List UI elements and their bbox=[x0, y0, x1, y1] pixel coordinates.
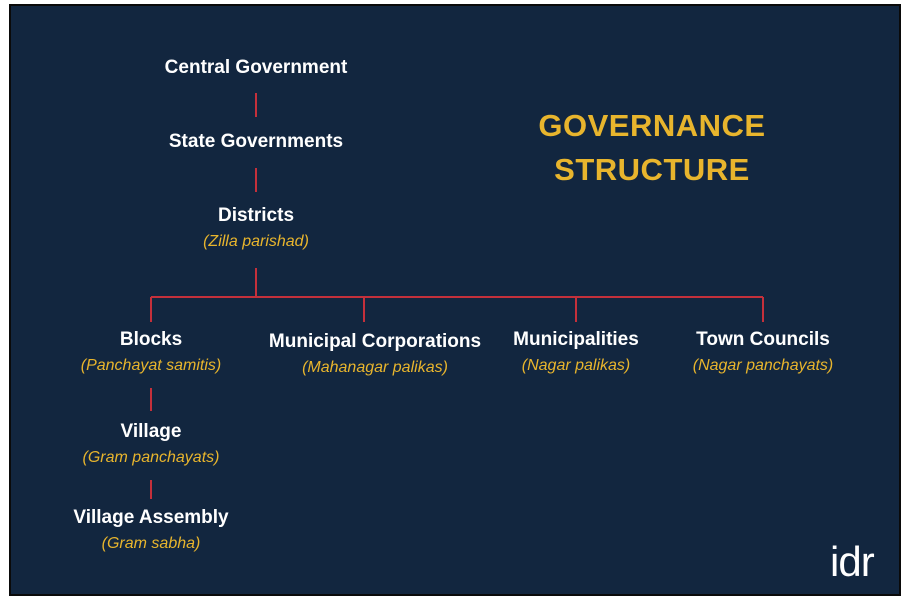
title-line-2: STRUCTURE bbox=[554, 152, 750, 187]
node-subtitle: (Zilla parishad) bbox=[203, 233, 309, 250]
node-name: Village bbox=[120, 421, 182, 442]
node-state-governments: State Governments bbox=[169, 130, 343, 154]
node-name: Town Councils bbox=[696, 329, 830, 350]
node-name: Blocks bbox=[119, 329, 183, 350]
node-subtitle: (Nagar palikas) bbox=[521, 357, 631, 374]
node-subtitle: (Gram panchayats) bbox=[82, 449, 220, 466]
node-village-assembly: Village Assembly (Gram sabha) bbox=[73, 506, 228, 555]
node-municipalities: Municipalities (Nagar palikas) bbox=[513, 328, 639, 377]
node-subtitle: (Gram sabha) bbox=[101, 535, 201, 552]
node-village: Village (Gram panchayats) bbox=[83, 420, 220, 469]
node-name: Municipal Corporations bbox=[268, 331, 482, 352]
node-name: Central Government bbox=[164, 57, 348, 78]
diagram-canvas: Central Government State Governments Dis… bbox=[9, 4, 901, 596]
node-districts: Districts (Zilla parishad) bbox=[203, 204, 309, 253]
node-blocks: Blocks (Panchayat samitis) bbox=[81, 328, 222, 377]
idr-logo: idr bbox=[830, 538, 875, 585]
node-name: Districts bbox=[217, 205, 295, 226]
connector-lines bbox=[150, 93, 764, 499]
node-subtitle: (Mahanagar palikas) bbox=[302, 359, 448, 376]
node-town-councils: Town Councils (Nagar panchayats) bbox=[693, 328, 834, 377]
node-municipal-corporations: Municipal Corporations (Mahanagar palika… bbox=[269, 330, 481, 379]
node-subtitle: (Panchayat samitis) bbox=[80, 357, 222, 374]
diagram-title: GOVERNANCE STRUCTURE bbox=[538, 104, 765, 192]
node-central-government: Central Government bbox=[165, 56, 348, 80]
node-subtitle: (Nagar panchayats) bbox=[692, 357, 834, 374]
title-line-1: GOVERNANCE bbox=[538, 108, 766, 143]
node-name: State Governments bbox=[168, 131, 344, 152]
node-name: Village Assembly bbox=[73, 507, 229, 528]
node-name: Municipalities bbox=[513, 329, 639, 350]
